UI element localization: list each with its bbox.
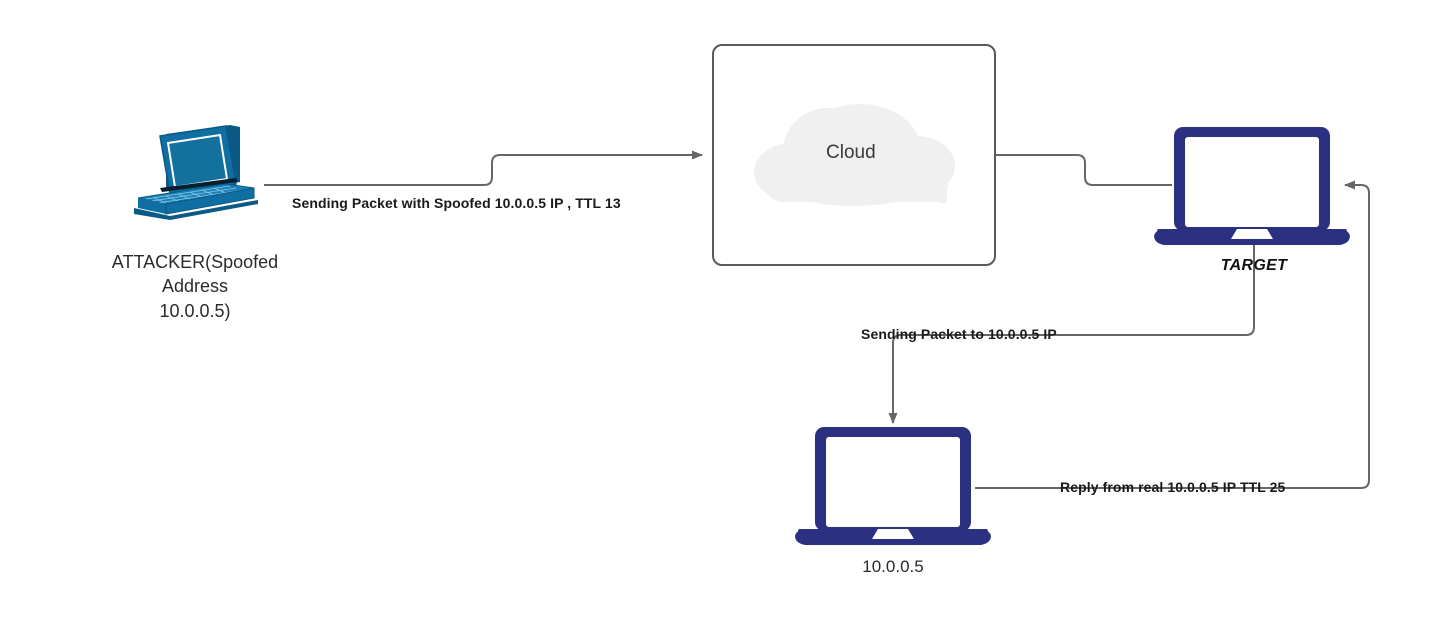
connector-victim-to-target bbox=[975, 180, 1370, 489]
edge-label-target-to-victim: Sending Packet to 10.0.0.5 IP bbox=[861, 326, 1057, 342]
victim-label: 10.0.0.5 bbox=[862, 557, 924, 576]
node-cloud[interactable] bbox=[712, 44, 996, 266]
attacker-laptop-icon bbox=[134, 125, 258, 220]
attacker-label: ATTACKER(Spoofed Address 10.0.0.5) bbox=[111, 252, 279, 321]
cloud-label: Cloud bbox=[826, 142, 876, 163]
victim-laptop-icon bbox=[795, 427, 991, 545]
connector-target-to-victim bbox=[888, 240, 1255, 424]
node-attacker[interactable] bbox=[108, 122, 268, 222]
target-label: TARGET bbox=[1220, 257, 1288, 274]
connector-cloud-to-target bbox=[996, 154, 1172, 186]
cloud-box-icon bbox=[712, 44, 996, 266]
edge-label-attacker-to-cloud: Sending Packet with Spoofed 10.0.0.5 IP … bbox=[292, 195, 621, 211]
node-victim[interactable] bbox=[793, 425, 993, 549]
connector-attacker-to-cloud bbox=[264, 150, 703, 186]
target-laptop-icon bbox=[1154, 127, 1350, 245]
edge-label-victim-to-target: Reply from real 10.0.0.5 IP TTL 25 bbox=[1060, 479, 1286, 495]
node-target[interactable] bbox=[1152, 125, 1352, 249]
